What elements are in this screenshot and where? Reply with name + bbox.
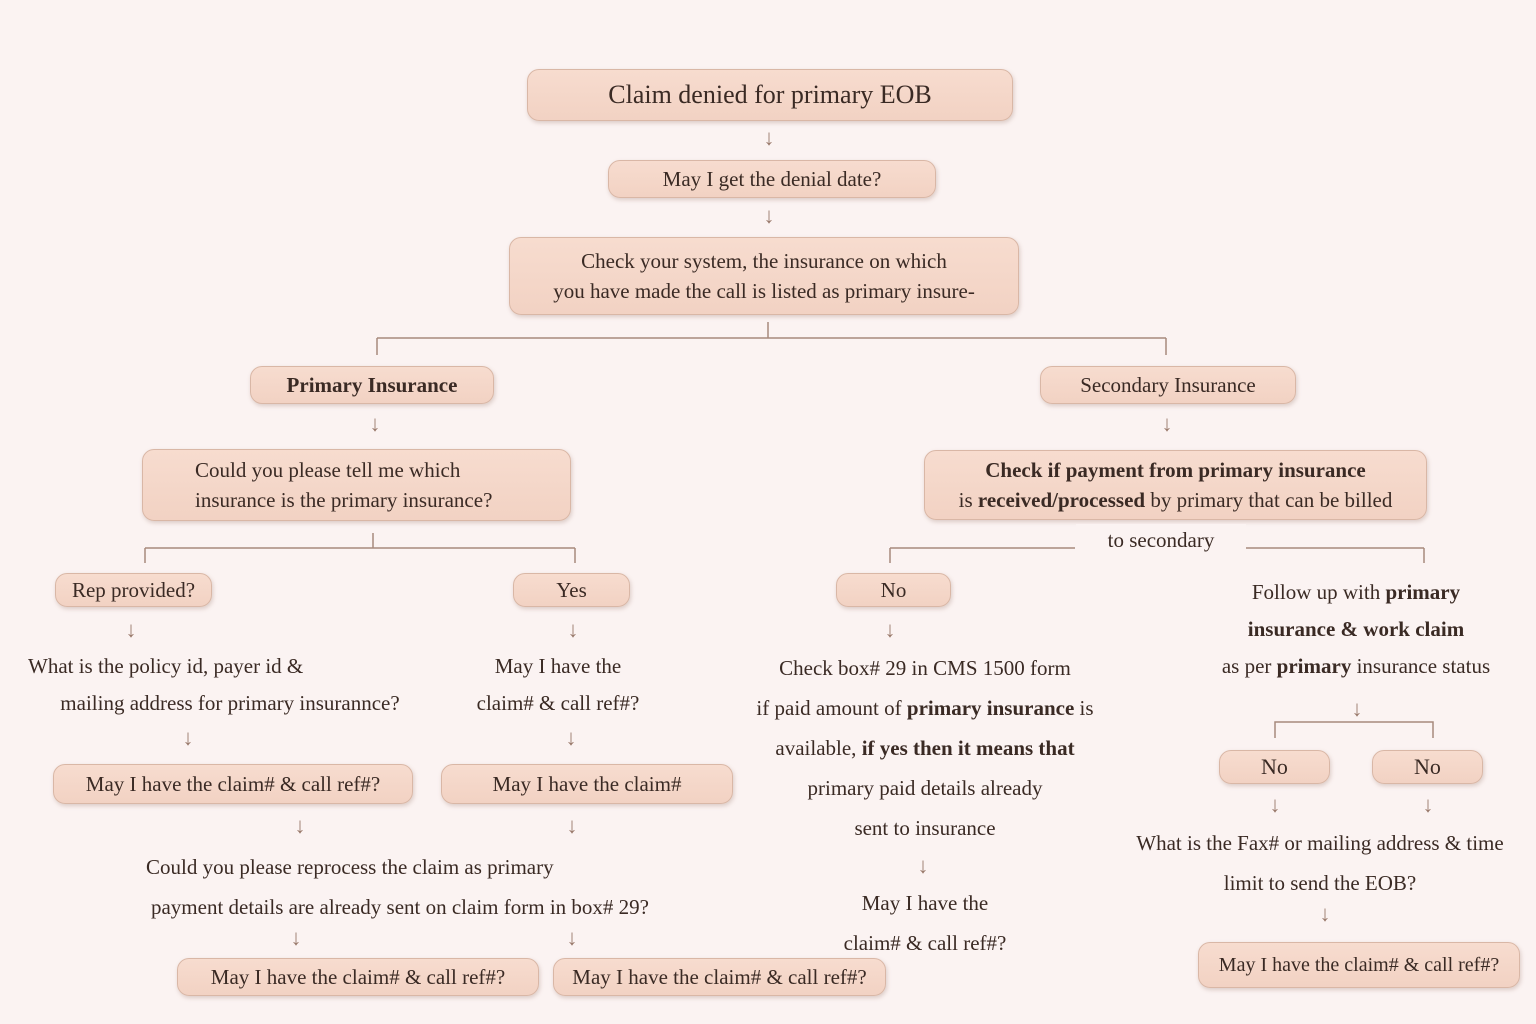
- text: primary: [1176, 488, 1244, 512]
- arrow-down-icon: ↓: [763, 125, 775, 150]
- node-label-line: limit to send the EOB?: [1223, 870, 1417, 895]
- node-check-payment-overflow: to secondary: [1076, 524, 1246, 557]
- node-label: Rep provided?: [71, 577, 196, 602]
- node-label-line: What is the policy id, payer id &: [28, 654, 304, 678]
- node-follow-no-left: No: [1219, 750, 1330, 784]
- bold-text: primary insurance: [906, 695, 1075, 720]
- node-policy-question: What is the policy id, payer id & mailin…: [20, 648, 440, 722]
- node-label-line: mailing address for primary insurannce?: [60, 690, 400, 715]
- text: if paid amount of: [756, 695, 902, 720]
- text: as per: [1221, 653, 1272, 678]
- text: available,: [775, 735, 857, 760]
- text: is: [958, 488, 973, 512]
- root-node-label: Claim denied for primary EOB: [608, 80, 932, 110]
- arrow-down-icon: ↓: [566, 813, 578, 838]
- node-label: Primary Insurance: [286, 372, 458, 397]
- node-no-claim-call: May I have the claim# & call ref#?: [795, 884, 1055, 964]
- node-label-line: payment details are already sent on clai…: [150, 894, 649, 919]
- arrow-down-icon: ↓: [125, 617, 137, 642]
- node-label-line: claim# & call ref#?: [843, 930, 1007, 955]
- node-label: Yes: [556, 577, 587, 602]
- node-secondary-insurance: Secondary Insurance: [1040, 366, 1296, 404]
- bold-text: insurance & work claim: [1247, 616, 1465, 641]
- node-label: No: [880, 577, 907, 602]
- arrow-down-icon: ↓: [1422, 792, 1434, 817]
- node-label: Secondary Insurance: [1080, 372, 1256, 397]
- node-label-line: Check your system, the insurance on whic…: [581, 248, 947, 273]
- node-label: May I have the claim# & call ref#?: [210, 964, 506, 989]
- arrow-down-icon: ↓: [1319, 901, 1331, 926]
- arrow-down-icon: ↓: [290, 925, 302, 950]
- node-no-secondary: No: [836, 573, 951, 607]
- node-label-line: May I have the: [494, 654, 622, 678]
- arrow-down-icon: ↓: [294, 813, 306, 838]
- node-denial-date: May I get the denial date?: [608, 160, 936, 198]
- node-label-line: claim# & call ref#?: [476, 690, 640, 715]
- node-label-line: you have made the call is listed as prim…: [553, 279, 975, 303]
- text: insurance status: [1356, 653, 1491, 678]
- arrow-down-icon: ↓: [763, 203, 775, 228]
- node-rep-claim-call: May I have the claim# & call ref#?: [53, 764, 413, 804]
- node-label-line: Could you please reprocess the claim as …: [146, 855, 554, 879]
- node-label: May I have the claim# & call ref#?: [85, 771, 381, 796]
- bold-text: primary: [1385, 580, 1461, 604]
- text: primary paid details already: [807, 775, 1043, 800]
- node-fax-claim-call: May I have the claim# & call ref#?: [1198, 942, 1520, 988]
- arrow-down-icon: ↓: [1269, 792, 1281, 817]
- node-label-line: Could you please tell me which: [195, 457, 461, 482]
- arrow-down-icon: ↓: [1351, 696, 1363, 721]
- node-label: May I have the claim# & call ref#?: [572, 964, 867, 989]
- node-label-line: insurance is the primary insurance?: [195, 488, 493, 512]
- node-reprocess-claim-call-left: May I have the claim# & call ref#?: [177, 958, 539, 996]
- node-label: May I get the denial date?: [662, 166, 882, 191]
- node-label: May I have the claim# & call ref#?: [1218, 953, 1500, 976]
- node-label-line: What is the Fax# or mailing address & ti…: [1136, 831, 1504, 855]
- text: that can be billed: [1248, 488, 1393, 512]
- arrow-down-icon: ↓: [566, 925, 578, 950]
- node-check-payment: Check if payment from primary insurance …: [924, 450, 1427, 520]
- arrow-down-icon: ↓: [884, 617, 896, 642]
- arrow-down-icon: ↓: [567, 617, 579, 642]
- text: by: [1150, 488, 1172, 512]
- node-follow-up: Follow up with primary insurance & work …: [1176, 574, 1536, 685]
- bold-text: if yes then it means that: [861, 735, 1075, 760]
- arrow-down-icon: ↓: [182, 725, 194, 750]
- bold-text: Check if payment from primary insurance: [985, 457, 1366, 482]
- root-node-claim-denied: Claim denied for primary EOB: [527, 69, 1013, 121]
- node-label: May I have the claim#: [492, 771, 682, 796]
- node-follow-no-right: No: [1372, 750, 1483, 784]
- arrow-down-icon: ↓: [917, 853, 929, 878]
- node-label: No: [1414, 754, 1441, 780]
- node-yes-claim-call: May I have the claim# & call ref#?: [440, 648, 676, 722]
- text: sent to insurance: [854, 815, 996, 840]
- node-may-claim: May I have the claim#: [441, 764, 733, 804]
- node-label-line: is received/processed by primary that ca…: [959, 485, 1393, 515]
- bold-text: received/processed: [977, 488, 1146, 512]
- node-cms-check: Check box# 29 in CMS 1500 form if paid a…: [715, 649, 1135, 848]
- node-reprocess: Could you please reprocess the claim as …: [100, 848, 700, 928]
- text: Follow up with: [1251, 580, 1381, 604]
- arrow-down-icon: ↓: [565, 725, 577, 750]
- node-label: No: [1261, 754, 1288, 780]
- node-label-line: Check if payment from primary insurance: [985, 455, 1366, 485]
- node-ask-primary: Could you please tell me which insurance…: [142, 449, 571, 521]
- node-check-system: Check your system, the insurance on whic…: [509, 237, 1019, 315]
- text: Check box# 29 in CMS 1500 form: [779, 656, 1071, 680]
- node-primary-insurance: Primary Insurance: [250, 366, 494, 404]
- node-label-line: May I have the: [861, 891, 989, 915]
- node-rep-provided: Rep provided?: [55, 573, 212, 607]
- text: is: [1079, 695, 1094, 720]
- node-fax-question: What is the Fax# or mailing address & ti…: [1110, 824, 1530, 904]
- arrow-down-icon: ↓: [369, 411, 381, 436]
- node-reprocess-claim-call-right: May I have the claim# & call ref#?: [553, 958, 886, 996]
- node-yes: Yes: [513, 573, 630, 607]
- arrow-down-icon: ↓: [1161, 411, 1173, 436]
- bold-text: primary: [1276, 653, 1352, 678]
